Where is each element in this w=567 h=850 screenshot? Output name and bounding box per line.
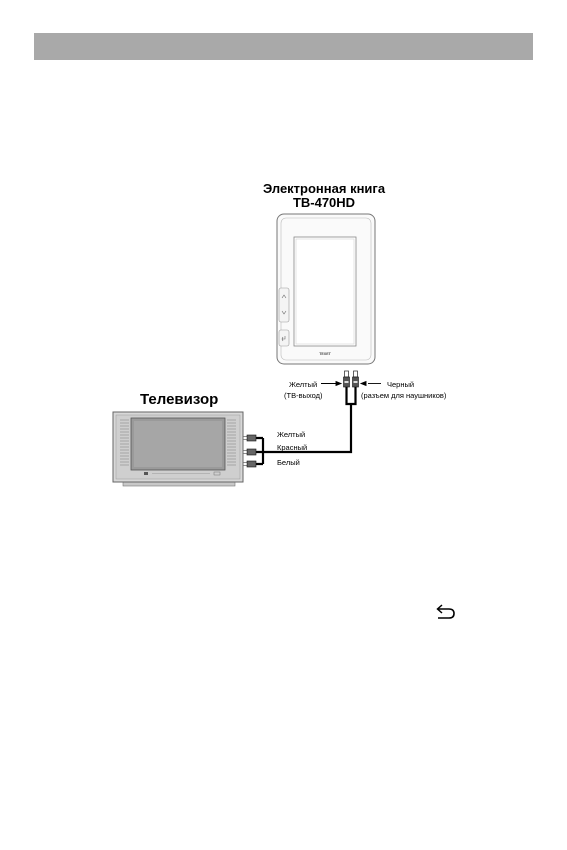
page-button	[278, 287, 290, 323]
tv-power-indicator	[144, 472, 148, 475]
tv-input-white: Белый	[277, 458, 300, 467]
tv-input-yellow: Желтый	[277, 430, 306, 439]
return-arrow-icon	[436, 604, 455, 619]
tv-rca-plugs	[242, 434, 257, 468]
back-button	[278, 329, 290, 347]
yellow-plug-sublabel: (ТВ-выход)	[284, 391, 323, 400]
av-plugs	[343, 370, 359, 388]
yellow-plug-label: Желтый	[289, 380, 318, 389]
return-icon	[281, 336, 286, 342]
brand-logo: TEXET	[319, 352, 331, 356]
chevron-down-icon	[281, 310, 287, 315]
television	[112, 411, 244, 487]
tv-title: Телевизор	[140, 391, 219, 408]
device-model: TB-470HD	[292, 195, 356, 210]
device-title: Электронная книга	[262, 181, 386, 196]
black-plug-sublabel: (разъем для наушников)	[361, 391, 447, 400]
ebook-device: TEXET	[276, 213, 376, 365]
av-cable	[256, 387, 357, 466]
black-plug-label: Черный	[387, 380, 415, 389]
label-arrows	[321, 380, 381, 387]
tv-input-red: Красный	[277, 443, 308, 452]
section-header-bar	[34, 33, 533, 60]
chevron-up-icon	[281, 294, 287, 299]
